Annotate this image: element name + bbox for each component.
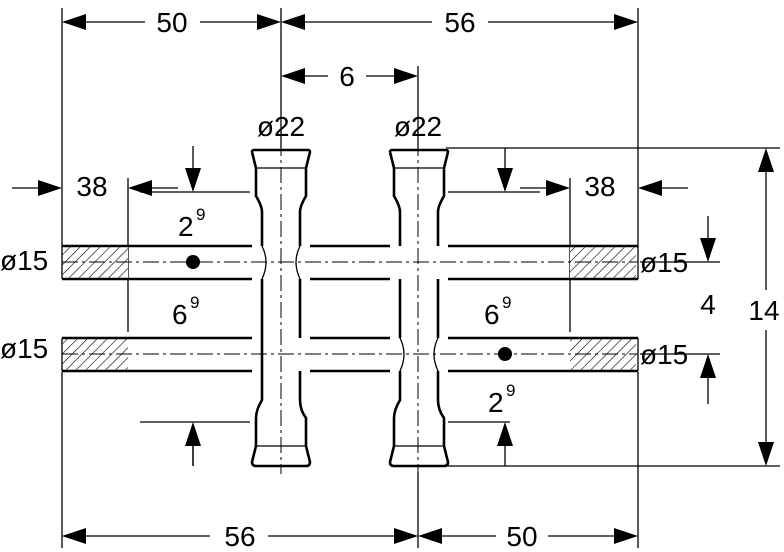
- dim-right-branch-lower-base: 2: [488, 387, 504, 418]
- dim-bottom-right-label: 50: [506, 521, 537, 552]
- center-lines: [62, 140, 638, 474]
- dim-top-left-label: 50: [156, 7, 187, 38]
- dim-bottom-left-label: 56: [224, 521, 255, 552]
- dimension-center-gap: 6: [281, 61, 418, 92]
- dim-top-right-label: 56: [444, 7, 475, 38]
- vertical-pipe-right: [388, 148, 450, 468]
- dim-right-branch-upper-base: 6: [484, 299, 500, 330]
- dim-left-branch-upper-sup: 9: [196, 205, 205, 224]
- dim-left-branch-upper: 2 9: [178, 205, 205, 242]
- dim-left-branch-lower-base: 6: [172, 299, 188, 330]
- branch-point-left: [186, 255, 200, 269]
- dim-right-branch-upper: 6 9: [484, 293, 511, 330]
- dimension-right-14: 14: [748, 148, 780, 466]
- diameter-top-right-pipe: ø15: [640, 247, 688, 278]
- diameter-left-vertical: ø22: [257, 111, 305, 142]
- dim-right-38-label: 38: [584, 171, 615, 202]
- dimension-right-38: 38: [520, 171, 688, 202]
- branch-point-right: [498, 347, 512, 361]
- dimension-right-4: 4: [700, 216, 716, 404]
- dimension-left-38: 38: [12, 171, 178, 202]
- dim-right-4-label: 4: [700, 289, 716, 320]
- vertical-markers-left: [185, 146, 201, 466]
- extension-lines: [61, 8, 780, 548]
- vertical-markers-right: [497, 148, 513, 446]
- diameter-top-left-pipe: ø15: [0, 245, 48, 276]
- dim-right-branch-upper-sup: 9: [502, 293, 511, 312]
- dim-left-branch-lower: 6 9: [172, 293, 199, 330]
- dimension-bottom-right: 50: [418, 521, 638, 552]
- dim-left-branch-upper-base: 2: [178, 211, 194, 242]
- dim-right-branch-lower-sup: 9: [506, 381, 515, 400]
- dim-left-38-label: 38: [76, 171, 107, 202]
- diameter-bottom-right-pipe: ø15: [640, 339, 688, 370]
- diameter-right-vertical: ø22: [394, 111, 442, 142]
- dimension-top-right: 56: [281, 7, 638, 38]
- dimension-top-left: 50: [62, 7, 281, 38]
- dim-right-14-label: 14: [748, 295, 779, 326]
- diameter-bottom-left-pipe: ø15: [0, 333, 48, 364]
- dim-right-branch-lower: 2 9: [488, 381, 515, 418]
- dim-left-branch-lower-sup: 9: [190, 293, 199, 312]
- dim-center-gap-label: 6: [339, 61, 355, 92]
- dimension-bottom-left: 56: [62, 521, 418, 552]
